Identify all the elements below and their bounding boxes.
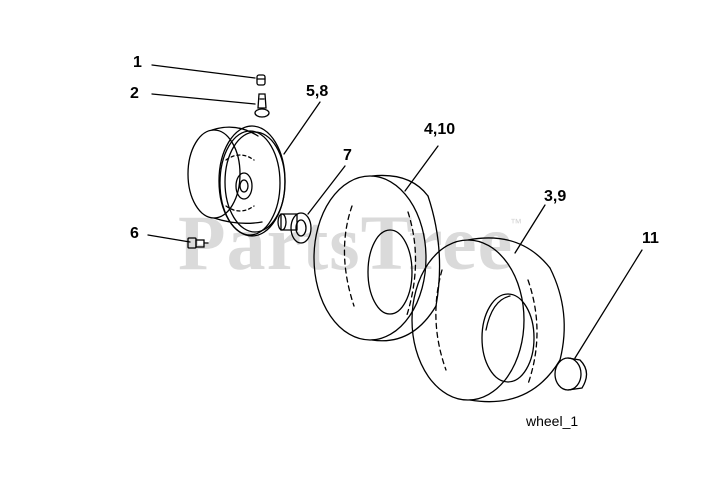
inner-tube-part bbox=[313, 174, 441, 342]
figure-label: wheel_1 bbox=[526, 413, 579, 429]
leader-line-7 bbox=[307, 165, 346, 215]
valve-cap-part bbox=[256, 74, 266, 86]
callout-2: 2 bbox=[130, 85, 139, 102]
leader-line-5-8 bbox=[283, 101, 321, 155]
bushing-part bbox=[277, 212, 312, 244]
tire-part bbox=[411, 237, 565, 403]
callout-6: 6 bbox=[130, 225, 139, 242]
valve-stem-part bbox=[254, 93, 270, 118]
leader-line-3-9 bbox=[514, 204, 546, 254]
grease-fitting-part bbox=[187, 237, 209, 249]
callout-5-8: 5,8 bbox=[306, 83, 329, 100]
hub-cap-part bbox=[554, 357, 588, 391]
leader-line-11 bbox=[574, 249, 643, 359]
watermark-trademark: ™ bbox=[510, 216, 522, 230]
leader-line-4-10 bbox=[404, 145, 439, 192]
callout-4-10: 4,10 bbox=[424, 121, 456, 138]
leader-lines bbox=[147, 64, 643, 359]
leader-line-6 bbox=[147, 234, 191, 243]
callout-3-9: 3,9 bbox=[544, 188, 567, 205]
callout-1: 1 bbox=[133, 54, 142, 71]
callout-11: 11 bbox=[642, 230, 659, 247]
leader-line-1 bbox=[151, 64, 256, 79]
leader-line-2 bbox=[151, 93, 256, 105]
wheel-rim-part bbox=[187, 125, 286, 237]
callout-7: 7 bbox=[343, 147, 352, 164]
